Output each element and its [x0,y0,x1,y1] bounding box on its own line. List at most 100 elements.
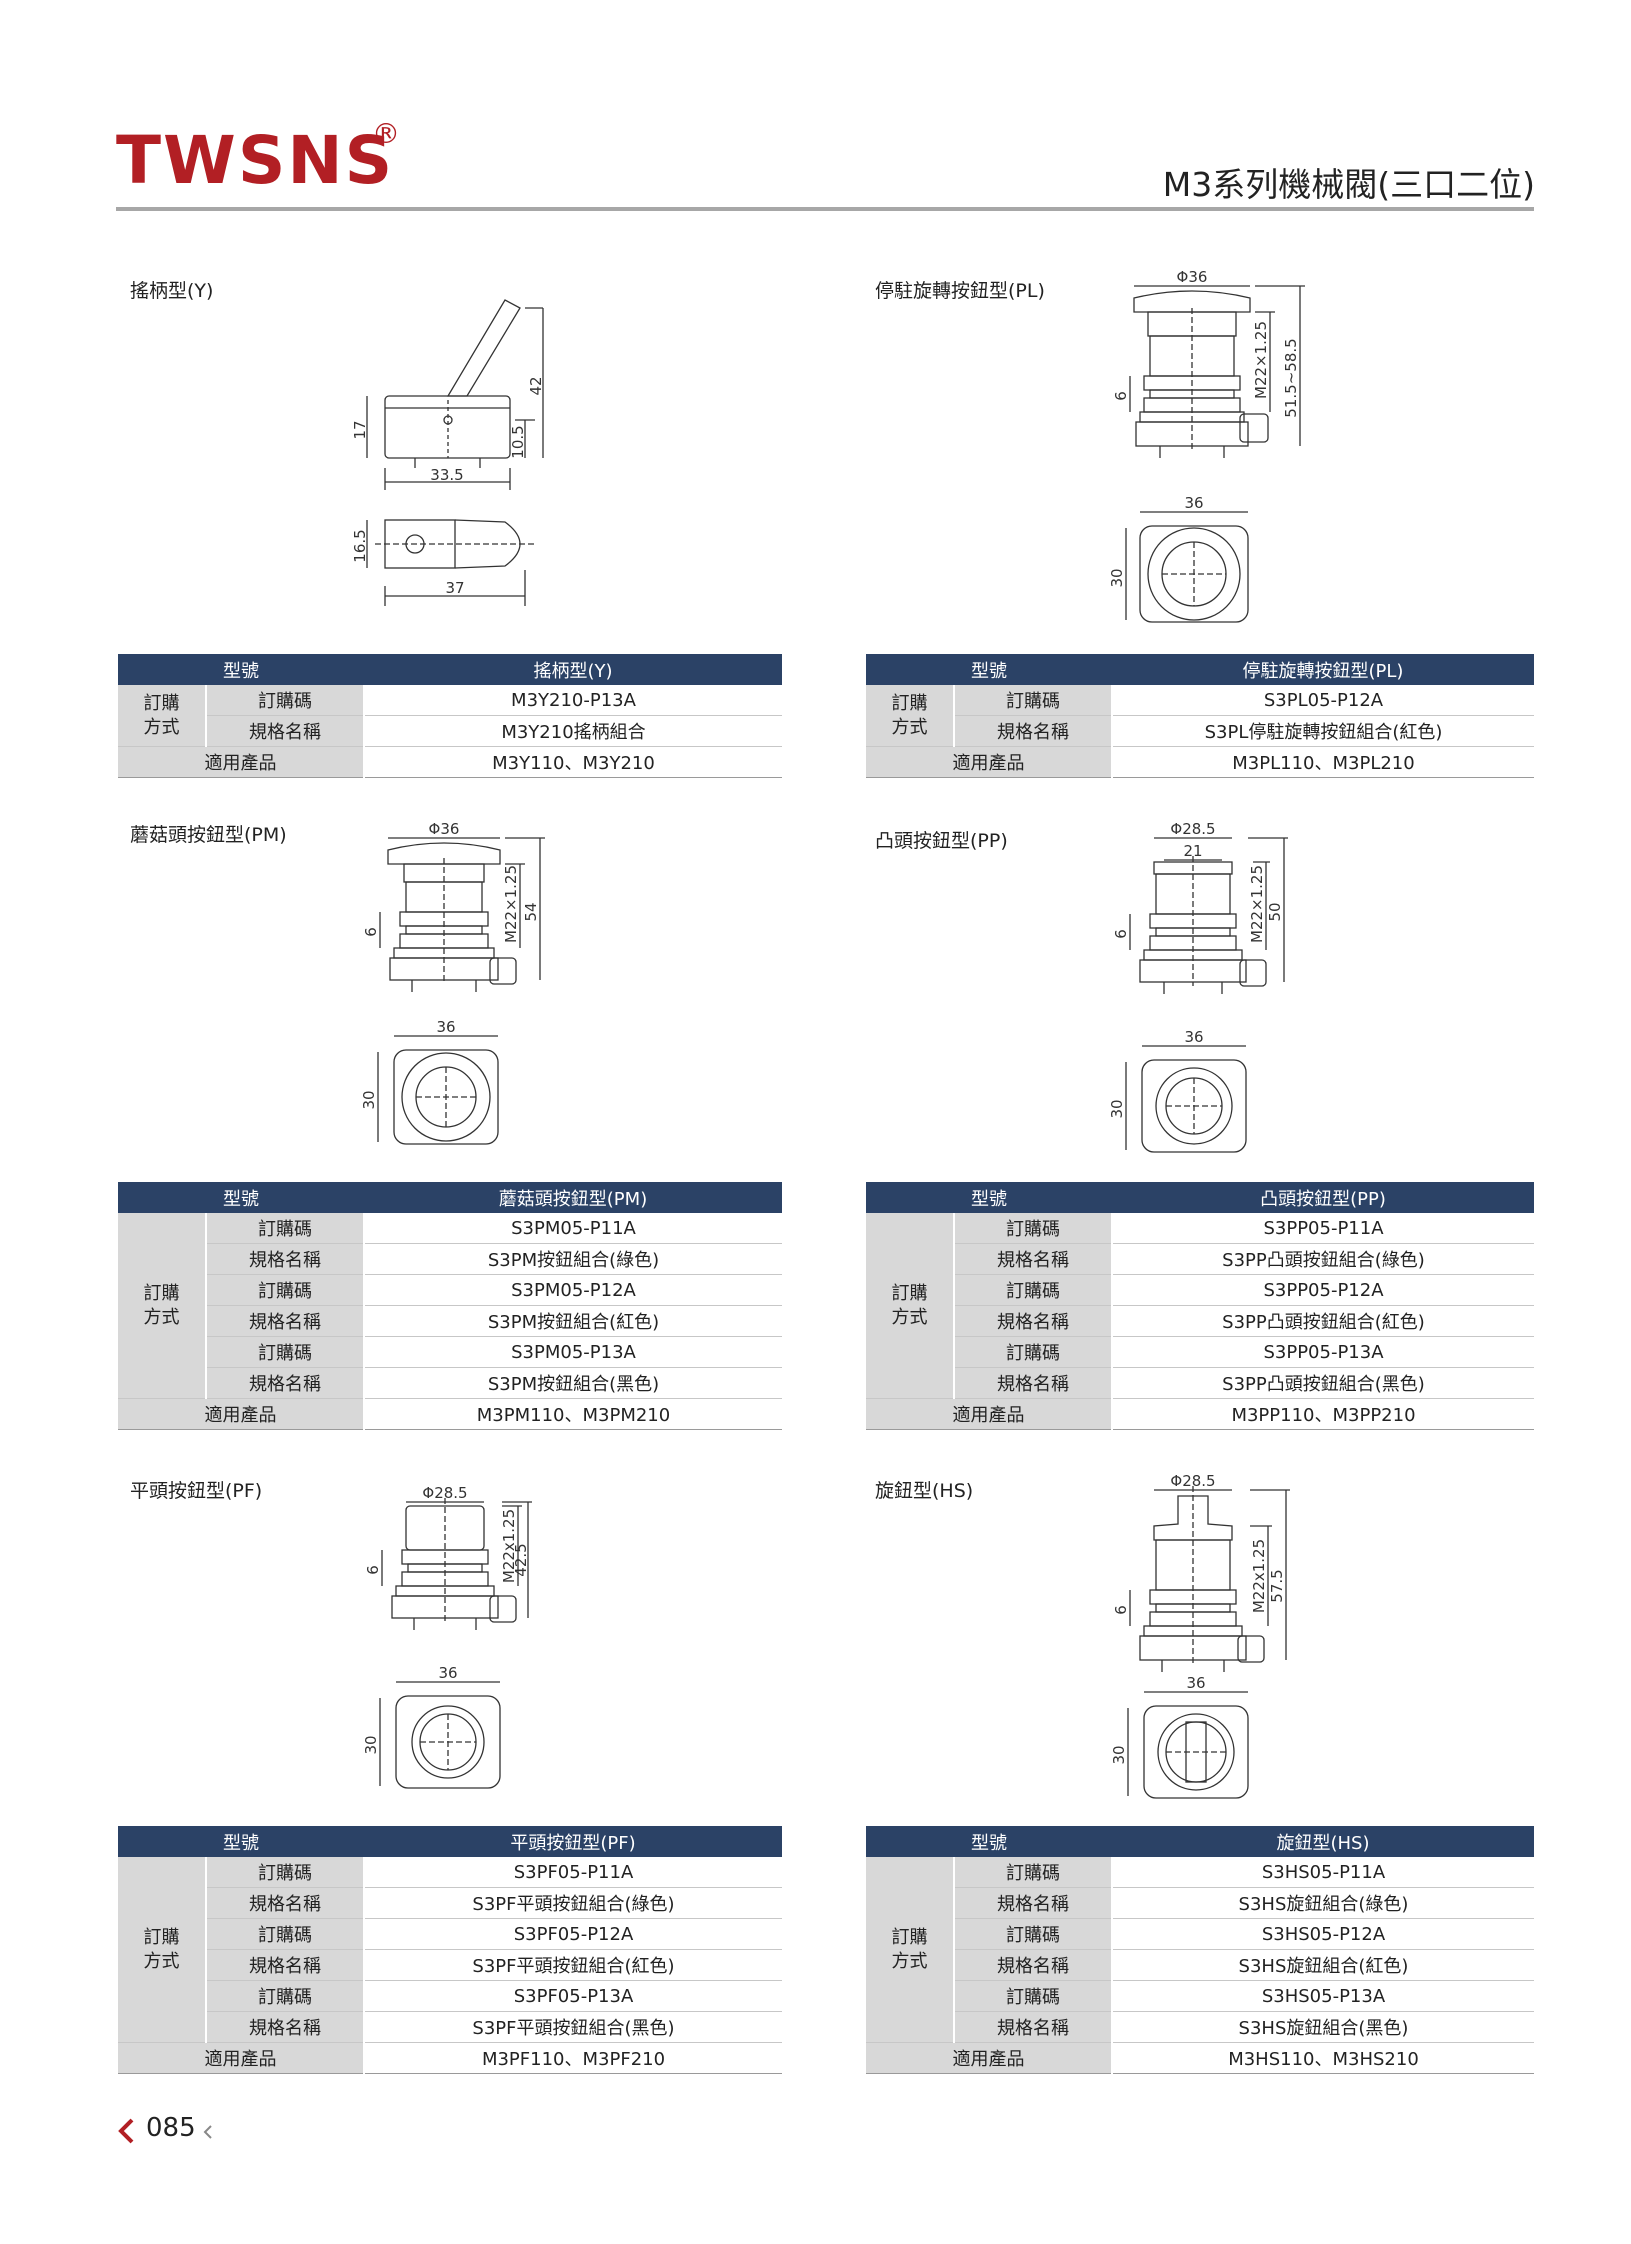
dim-pm-h: 6 [362,927,380,937]
order-code-value: S3PF05-P11A [363,1857,782,1888]
order-code-label: 訂購碼 [953,685,1112,716]
dim-pl-w: 36 [1184,494,1203,512]
applies-label: 適用產品 [118,1398,364,1430]
spec-table-pf: 型號 平頭按鈕型(PF) 訂購方式 訂購碼 S3PF05-P11A 規格名稱 S… [118,1826,782,2074]
applies-label: 適用產品 [866,746,1112,778]
section-label-hs: 旋鈕型(HS) [875,1480,974,1502]
dim-pl-thread: M22×1.25 [1252,321,1270,399]
spec-table-pp: 型號 凸頭按鈕型(PP) 訂購方式 訂購碼 S3PP05-P11A 規格名稱 S… [866,1182,1534,1430]
order-code-value: S3PM05-P13A [363,1336,782,1368]
order-code-label: 訂購碼 [205,1213,364,1244]
order-code-value: S3PM05-P11A [363,1213,782,1244]
applies-label: 適用產品 [866,1398,1112,1430]
spec-name-label: 規格名稱 [953,1887,1112,1919]
order-code-value: S3PM05-P12A [363,1274,782,1306]
spec-table-pl: 型號 停駐旋轉按鈕型(PL) 訂購方式 訂購碼 S3PL05-P12A 規格名稱… [866,654,1534,778]
brand-logo: TWSNS [116,122,395,199]
dim-pp-thread: M22×1.25 [1248,865,1266,943]
order-code-label: 訂購碼 [205,1857,364,1888]
spec-name-value: S3PP凸頭按鈕組合(紅色) [1111,1305,1534,1337]
order-code-label: 訂購碼 [953,1980,1112,2012]
col-model: 型號 [118,654,364,685]
registered-mark: ® [372,117,400,150]
dim-pf-s: 30 [362,1735,380,1754]
col-type: 旋鈕型(HS) [1112,1826,1534,1857]
applies-value: M3Y110、M3Y210 [363,746,782,778]
page-title: M3系列機械閥(三口二位) [1162,165,1535,204]
spec-table-hs: 型號 旋鈕型(HS) 訂購方式 訂購碼 S3HS05-P11A 規格名稱 S3H… [866,1826,1534,2074]
spec-name-value: S3PF平頭按鈕組合(綠色) [363,1887,782,1919]
order-method-label: 訂購方式 [866,685,954,747]
applies-value: M3PL110、M3PL210 [1111,746,1534,778]
dim-pp-h: 6 [1112,929,1130,939]
spec-name-label: 規格名稱 [205,1367,364,1399]
dim-y-h4: 16.5 [351,529,369,562]
col-model: 型號 [866,1826,1112,1857]
dim-y-w2: 37 [445,579,464,597]
chevron-left-icon [118,2118,134,2144]
spec-name-value: S3PL停駐旋轉按鈕組合(紅色) [1111,715,1534,747]
dim-pl-s: 30 [1108,568,1126,587]
dim-pl-dia: Φ36 [1177,268,1208,286]
dim-y-h3: 10.5 [509,425,527,458]
dim-y-h1: 42 [527,376,545,395]
order-method-label: 訂購方式 [118,1213,206,1399]
spec-name-value: S3PP凸頭按鈕組合(黑色) [1111,1367,1534,1399]
drawing-pm: Φ36 6 M22×1.25 54 36 30 [360,820,545,1145]
dim-pm-w: 36 [436,1018,455,1036]
drawing-pp: Φ28.5 21 6 M22×1.25 50 36 30 [1108,820,1288,1153]
spec-name-label: 規格名稱 [205,1305,364,1337]
dim-hs-w: 36 [1186,1674,1205,1692]
applies-label: 適用產品 [118,746,364,778]
order-code-value: S3PF05-P12A [363,1918,782,1950]
order-method-label: 訂購方式 [866,1213,954,1399]
spec-name-label: 規格名稱 [953,1367,1112,1399]
spec-name-value: S3PM按鈕組合(綠色) [363,1243,782,1275]
order-code-value: S3HS05-P12A [1111,1918,1534,1950]
section-label-pl: 停駐旋轉按鈕型(PL) [875,280,1045,302]
dim-y-h2: 17 [351,420,369,439]
spec-name-label: 規格名稱 [205,1887,364,1919]
spec-name-value: S3PP凸頭按鈕組合(綠色) [1111,1243,1534,1275]
col-model: 型號 [866,1182,1112,1213]
dim-pf-len: 42.5 [512,1543,530,1576]
applies-label: 適用產品 [118,2042,364,2074]
section-label-y: 搖柄型(Y) [130,280,214,302]
dim-pl-len: 51.5~58.5 [1282,338,1300,417]
col-model: 型號 [866,654,1112,685]
spec-name-value: S3HS旋鈕組合(綠色) [1111,1887,1534,1919]
dim-pl-h: 6 [1112,391,1130,401]
col-model: 型號 [118,1826,364,1857]
dim-pm-len: 54 [522,902,540,921]
drawing-pf: Φ28.5 6 M22x1.25 42.5 36 30 [362,1484,532,1789]
spec-name-value: S3PF平頭按鈕組合(紅色) [363,1949,782,1981]
spec-name-value: M3Y210搖柄組合 [363,715,782,747]
spec-name-value: S3PM按鈕組合(紅色) [363,1305,782,1337]
order-code-value: S3PL05-P12A [1111,685,1534,716]
spec-table-y: 型號 搖柄型(Y) 訂購方式 訂購碼 M3Y210-P13A 規格名稱 M3Y2… [118,654,782,778]
section-label-pp: 凸頭按鈕型(PP) [875,830,1008,852]
dim-pf-thread: M22x1.25 [500,1509,518,1583]
section-label-pm: 蘑菇頭按鈕型(PM) [130,824,287,846]
col-model: 型號 [118,1182,364,1213]
order-code-label: 訂購碼 [205,1336,364,1368]
spec-name-label: 規格名稱 [953,2011,1112,2043]
spec-name-value: S3PF平頭按鈕組合(黑色) [363,2011,782,2043]
dim-hs-len: 57.5 [1268,1569,1286,1602]
order-code-value: S3PF05-P13A [363,1980,782,2012]
spec-name-label: 規格名稱 [205,715,364,747]
order-code-label: 訂購碼 [205,1980,364,2012]
order-code-value: S3PP05-P11A [1111,1213,1534,1244]
header-divider [116,207,1534,211]
applies-label: 適用產品 [866,2042,1112,2074]
order-code-label: 訂購碼 [205,685,364,716]
drawing-hs: Φ28.5 6 M22x1.25 57.5 36 30 [1110,1472,1290,1799]
dim-pf-dia: Φ28.5 [422,1484,467,1502]
col-type: 平頭按鈕型(PF) [364,1826,782,1857]
spec-name-label: 規格名稱 [205,1949,364,1981]
order-code-label: 訂購碼 [953,1213,1112,1244]
spec-name-label: 規格名稱 [205,1243,364,1275]
order-code-value: M3Y210-P13A [363,685,782,716]
dim-hs-h: 6 [1112,1605,1130,1615]
dim-pp-w: 36 [1184,1028,1203,1046]
